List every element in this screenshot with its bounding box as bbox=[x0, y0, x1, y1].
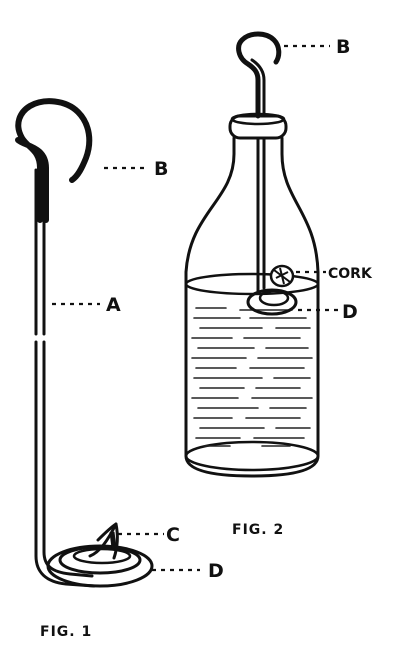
fig2-hook-b bbox=[236, 31, 282, 119]
fig1-coil-d-core bbox=[72, 547, 132, 565]
fig2-coil-d-inner bbox=[258, 289, 290, 307]
fig2-liquid-surface bbox=[184, 272, 320, 296]
fig1-wire-a bbox=[34, 168, 46, 336]
fig1-hook-b bbox=[15, 98, 93, 223]
fig1-wire-lower bbox=[34, 340, 96, 588]
fig1-label-d: D bbox=[208, 560, 224, 582]
fig1-label-c: C bbox=[166, 524, 180, 546]
figure-1: B A C D FIG. 1 bbox=[15, 98, 224, 640]
fig2-stopper bbox=[228, 114, 288, 140]
fig1-label-a: A bbox=[106, 294, 121, 316]
fig2-bottle-outline bbox=[184, 136, 320, 478]
fig2-wire bbox=[256, 136, 266, 294]
fig2-label-d: D bbox=[342, 301, 358, 323]
fig2-label-cork: CORK bbox=[328, 266, 373, 282]
fig2-cork-texture bbox=[273, 267, 291, 285]
figure-2: B CORK D FIG. 2 bbox=[184, 31, 373, 538]
fig1-caption: FIG. 1 bbox=[40, 624, 92, 640]
fig1-tip-c bbox=[88, 522, 119, 560]
fig2-liquid-hatching bbox=[191, 307, 313, 447]
fig2-bottle-bottom bbox=[184, 440, 320, 472]
fig2-hook-b-inner bbox=[250, 58, 266, 118]
fig2-label-b: B bbox=[336, 36, 350, 58]
fig1-label-b: B bbox=[154, 158, 168, 180]
fig1-tip-shade bbox=[109, 531, 117, 549]
fig2-stopper-top bbox=[230, 112, 286, 126]
fig2-caption: FIG. 2 bbox=[232, 522, 284, 538]
